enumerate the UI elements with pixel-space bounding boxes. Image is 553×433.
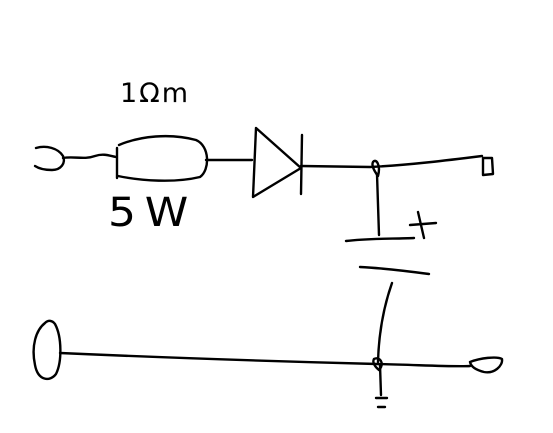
output-terminal-top [481,156,495,177]
input-terminal-top [33,145,66,172]
resistor-power-label: 5W [107,190,198,236]
input-terminal-bottom [32,319,62,381]
wire-input-to-resistor [61,153,118,160]
wire-node-to-capacitor [375,172,381,237]
resistor-body [115,134,209,182]
wire-bottom-rail [58,351,472,368]
resistor-value-label: 1Ωm [120,78,191,109]
capacitor-polarity-mark: + [408,210,438,240]
diode-symbol [251,126,304,199]
capacitor-bottom-plate [358,265,431,276]
output-terminal-bottom [468,356,504,374]
wire-capacitor-to-ground-rail [376,281,394,364]
wire-diode-to-output [299,154,484,169]
capacitor-top-plate [344,236,416,243]
ground-symbol [374,363,389,409]
